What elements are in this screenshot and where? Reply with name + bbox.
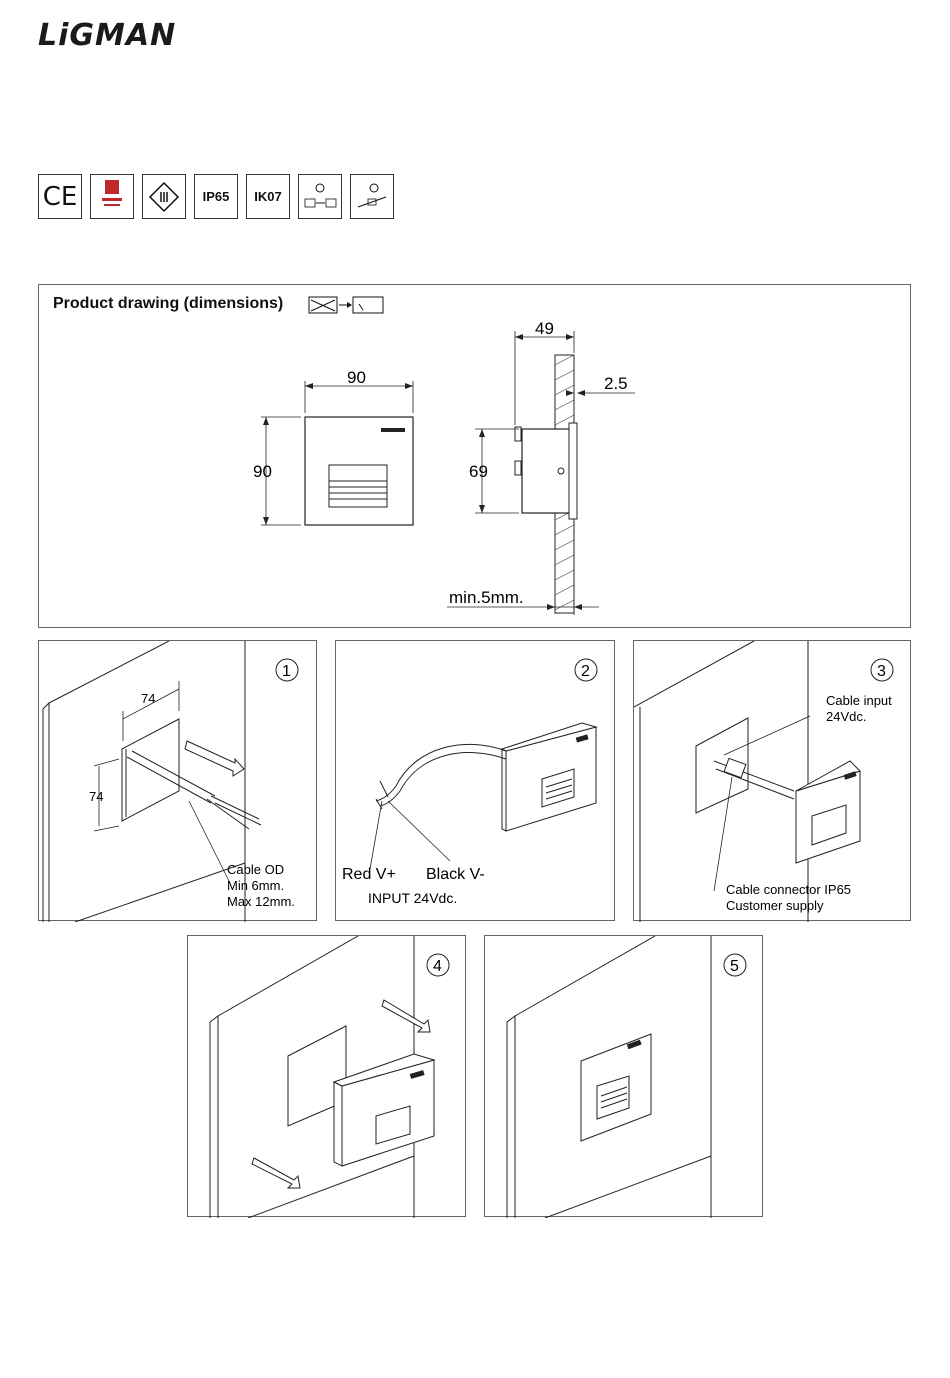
cable-input-line-2: 24Vdc.	[826, 709, 866, 724]
ce-mark-icon: CE	[38, 174, 82, 219]
step-3-illustration: Cable input 24Vdc. Cable connector IP65 …	[634, 641, 912, 922]
flange-label: 2.5	[604, 374, 628, 393]
step-5-panel: 5	[484, 935, 763, 1217]
side-height-label: 69	[469, 462, 488, 481]
step-2-panel: Red V+ Black V- INPUT 24Vdc. 2	[335, 640, 615, 921]
input-voltage-label: INPUT 24Vdc.	[368, 890, 457, 906]
step-4-panel: 4	[187, 935, 466, 1217]
step-3-panel: Cable input 24Vdc. Cable connector IP65 …	[633, 640, 911, 921]
front-width-label: 90	[347, 368, 366, 387]
ik-rating-badge: IK07	[246, 174, 290, 219]
front-view-outline	[305, 417, 413, 525]
ip-rating-badge: IP65	[194, 174, 238, 219]
mounting-icon	[350, 174, 394, 219]
quality-mark-icon	[90, 174, 134, 219]
step-2-illustration: Red V+ Black V- INPUT 24Vdc. 2	[336, 641, 616, 922]
step-1-illustration: 74 74 Cable OD Min 6mm. Max 12mm. 1	[39, 641, 318, 922]
side-depth-label: 49	[535, 319, 554, 338]
cable-input-line-1: Cable input	[826, 693, 892, 708]
brand-logo: LiGMAN	[38, 18, 176, 53]
step-5-illustration: 5	[485, 936, 764, 1218]
class-iii-icon	[142, 174, 186, 219]
dimension-drawing: 90 90 49 2	[39, 285, 912, 629]
step-1-panel: 74 74 Cable OD Min 6mm. Max 12mm. 1	[38, 640, 317, 921]
step-1-hole-height: 74	[89, 789, 103, 804]
connector-note-line-2: Customer supply	[726, 898, 824, 913]
product-drawing-panel: Product drawing (dimensions)	[38, 284, 911, 628]
step-5-number: 5	[730, 958, 739, 975]
connector-note-line-1: Cable connector IP65	[726, 882, 851, 897]
black-wire-label: Black V-	[426, 866, 485, 883]
step-1-number: 1	[282, 663, 291, 680]
cable-note-line-3: Max 12mm.	[227, 894, 295, 909]
step-1-hole-width: 74	[141, 691, 155, 706]
step-4-number: 4	[433, 958, 442, 975]
cable-note-line-1: Cable OD	[227, 862, 284, 877]
step-2-number: 2	[581, 663, 590, 680]
min-wall-label: min.5mm.	[449, 588, 524, 607]
front-height-label: 90	[253, 462, 272, 481]
certification-badges: CE IP65 IK07	[38, 174, 394, 219]
step-4-illustration: 4	[188, 936, 467, 1218]
install-type-icon	[298, 174, 342, 219]
step-3-number: 3	[877, 663, 886, 680]
red-wire-label: Red V+	[342, 866, 396, 883]
cable-note-line-2: Min 6mm.	[227, 878, 284, 893]
